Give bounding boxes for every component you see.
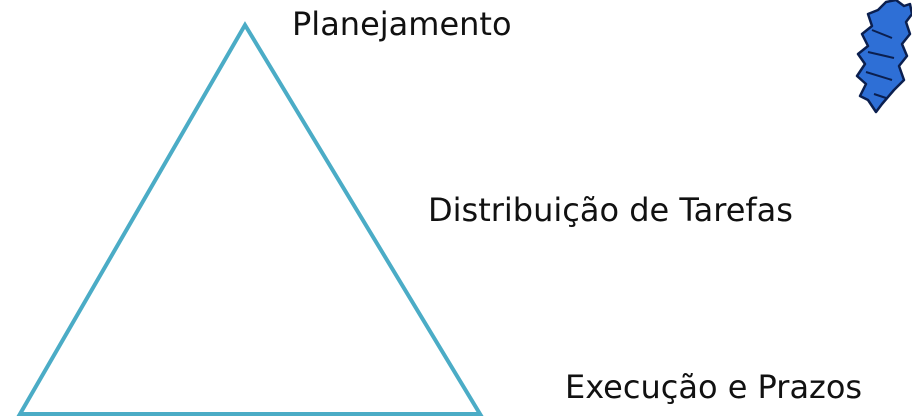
- label-planejamento: Planejamento: [292, 5, 512, 43]
- triangle-outline: [16, 21, 484, 416]
- label-execucao-e-prazos: Execução e Prazos: [565, 368, 863, 406]
- clipart-detail: [865, 29, 895, 99]
- blue-clipart-icon: [855, 0, 912, 114]
- label-distribuicao-de-tarefas: Distribuição de Tarefas: [428, 191, 793, 229]
